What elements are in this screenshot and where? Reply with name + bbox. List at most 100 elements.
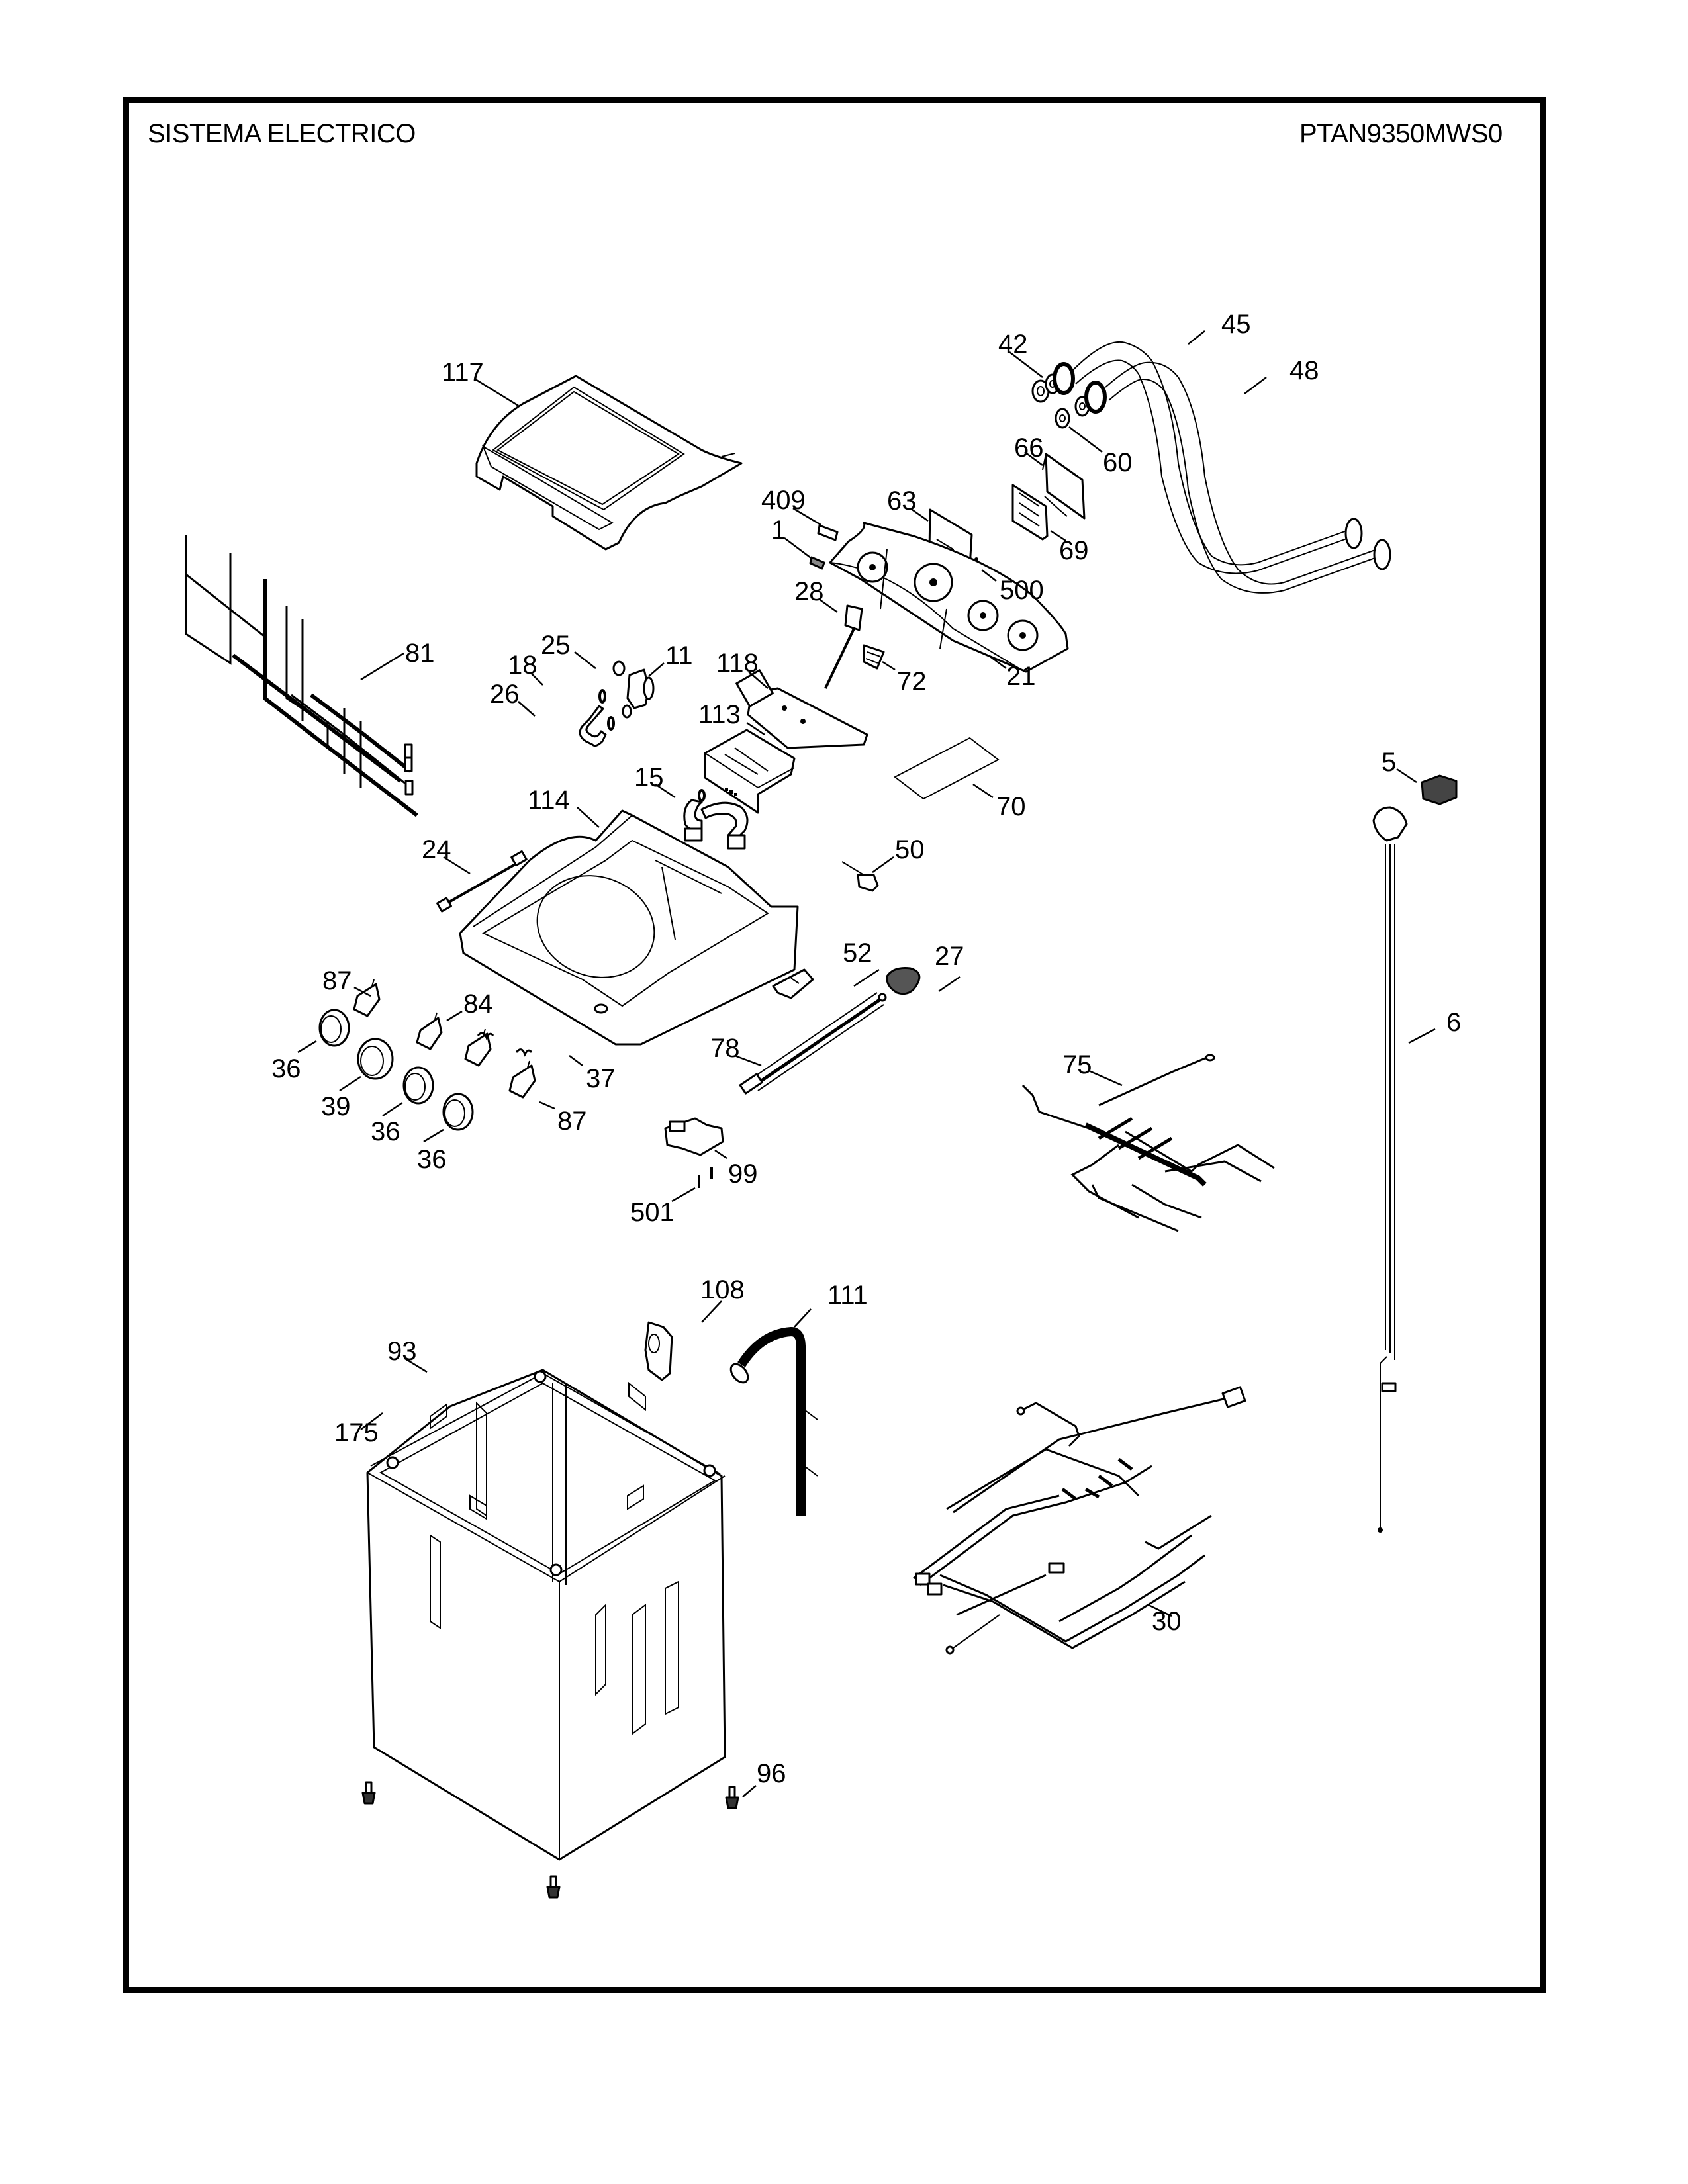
- part-36-knob[interactable]: [442, 1093, 474, 1131]
- part-87-selector-switch[interactable]: [353, 979, 381, 1017]
- part-96-leveling-foot[interactable]: [725, 1786, 739, 1809]
- diagram-title: SISTEMA ELECTRICO: [148, 119, 416, 148]
- part-18-clamp[interactable]: [598, 689, 615, 731]
- part-99-lid-lock[interactable]: [664, 1117, 724, 1156]
- callout-11: 11: [665, 641, 693, 670]
- part-501-screws[interactable]: [698, 1167, 713, 1188]
- model-number: PTAN9350MWS0: [1299, 119, 1503, 148]
- callout-39: 39: [321, 1092, 351, 1121]
- callout-30: 30: [1152, 1607, 1182, 1636]
- callout-5: 5: [1382, 748, 1396, 777]
- callout-84: 84: [463, 989, 493, 1019]
- part-28-bracket[interactable]: [824, 604, 863, 689]
- callout-1: 1: [771, 516, 786, 545]
- callout-36: 36: [417, 1145, 447, 1174]
- part-70-label[interactable]: [894, 737, 1000, 800]
- callout-15: 15: [634, 763, 664, 792]
- part-48-inlet-hose[interactable]: [1084, 361, 1391, 594]
- frame-shadow: [1540, 105, 1546, 1989]
- part-111-drain-hose[interactable]: [727, 1327, 818, 1516]
- callout-45: 45: [1221, 310, 1251, 339]
- callout-111: 111: [827, 1281, 868, 1310]
- part-84-selector-switch[interactable]: [416, 1012, 443, 1050]
- part-11-water-inlet-valve[interactable]: [622, 668, 655, 719]
- part-15-hose[interactable]: [683, 789, 749, 850]
- part-175-label[interactable]: [430, 1381, 646, 1520]
- part-39-knob[interactable]: [357, 1038, 394, 1080]
- callout-18: 18: [508, 651, 538, 680]
- part-52-bracket[interactable]: [772, 968, 814, 999]
- part-24-wire-harness[interactable]: [436, 850, 528, 913]
- part-69-control-board[interactable]: [1011, 484, 1049, 541]
- callout-60: 60: [1103, 448, 1133, 477]
- part-36-knob[interactable]: [402, 1066, 434, 1105]
- callout-24: 24: [422, 835, 451, 864]
- callout-21: 21: [1006, 662, 1036, 691]
- callout-81: 81: [405, 639, 435, 668]
- part-75-wire-harness[interactable]: [1021, 1054, 1275, 1232]
- callout-96: 96: [757, 1759, 786, 1788]
- callout-78: 78: [710, 1034, 740, 1063]
- callout-118: 118: [716, 649, 759, 678]
- part-114-top-cover[interactable]: [459, 809, 799, 1046]
- part-60-washers[interactable]: [1055, 396, 1090, 429]
- part-5-connector[interactable]: [1421, 774, 1458, 805]
- part-21-control-panel[interactable]: [829, 522, 1069, 673]
- part-45-inlet-hose[interactable]: [1053, 341, 1363, 574]
- part-81-wire-harness[interactable]: [185, 535, 418, 817]
- callout-6: 6: [1446, 1008, 1461, 1037]
- callout-52: 52: [843, 938, 872, 968]
- part-118-dispenser-housing[interactable]: [735, 669, 868, 749]
- part-1-label[interactable]: [809, 556, 825, 570]
- part-93-cabinet[interactable]: [366, 1369, 726, 1861]
- callout-66: 66: [1014, 433, 1044, 463]
- part-72-connector[interactable]: [863, 644, 885, 670]
- callout-37: 37: [586, 1064, 616, 1093]
- part-409-label[interactable]: [817, 524, 839, 541]
- callout-501: 501: [630, 1198, 675, 1227]
- part-25-clamp[interactable]: [612, 660, 626, 676]
- callout-69: 69: [1059, 536, 1089, 565]
- callout-42: 42: [998, 330, 1028, 359]
- callout-500: 500: [1000, 576, 1044, 605]
- callout-75: 75: [1062, 1050, 1092, 1079]
- callout-36: 36: [271, 1054, 301, 1083]
- callout-117: 117: [442, 358, 484, 387]
- callout-labels: 117 42 45 48 60 66 409 63 69 1 500 28 21…: [271, 310, 1461, 1788]
- callout-26: 26: [490, 680, 520, 709]
- part-87-selector-switch[interactable]: [508, 1060, 536, 1099]
- part-78-wire-harness[interactable]: [739, 992, 884, 1095]
- part-96-leveling-foot[interactable]: [546, 1875, 561, 1899]
- part-113-dispenser-drawer[interactable]: [704, 729, 796, 814]
- callout-25: 25: [541, 631, 571, 660]
- callout-50: 50: [895, 835, 925, 864]
- callout-175: 175: [334, 1418, 379, 1447]
- callout-409: 409: [761, 486, 806, 515]
- frame-shadow: [130, 1987, 1546, 1991]
- callout-72: 72: [897, 667, 927, 696]
- part-96-leveling-foot[interactable]: [361, 1781, 376, 1805]
- part-37-spring[interactable]: [477, 1032, 533, 1057]
- part-27-pressure-switch[interactable]: [878, 967, 921, 1002]
- callout-63: 63: [887, 486, 917, 516]
- callout-93: 93: [387, 1337, 417, 1366]
- leader-lines: [297, 330, 1436, 1797]
- part-selector-switch[interactable]: [464, 1028, 492, 1067]
- callout-113: 113: [698, 700, 741, 729]
- part-36-knob[interactable]: [318, 1009, 350, 1047]
- callout-87: 87: [322, 966, 352, 995]
- callout-87: 87: [557, 1107, 587, 1136]
- callout-36: 36: [371, 1117, 400, 1146]
- part-50-switch[interactable]: [841, 861, 879, 892]
- callout-114: 114: [528, 786, 570, 815]
- part-66-bracket[interactable]: [1042, 453, 1086, 520]
- callout-70: 70: [996, 792, 1026, 821]
- part-30-main-wire-harness[interactable]: [913, 1386, 1246, 1655]
- part-6-power-cord[interactable]: [1372, 806, 1408, 1533]
- part-117-lid[interactable]: [475, 375, 743, 551]
- callout-108: 108: [700, 1275, 745, 1304]
- part-26-hose[interactable]: [579, 705, 607, 747]
- part-108-bracket[interactable]: [644, 1321, 673, 1381]
- callout-28: 28: [794, 577, 824, 606]
